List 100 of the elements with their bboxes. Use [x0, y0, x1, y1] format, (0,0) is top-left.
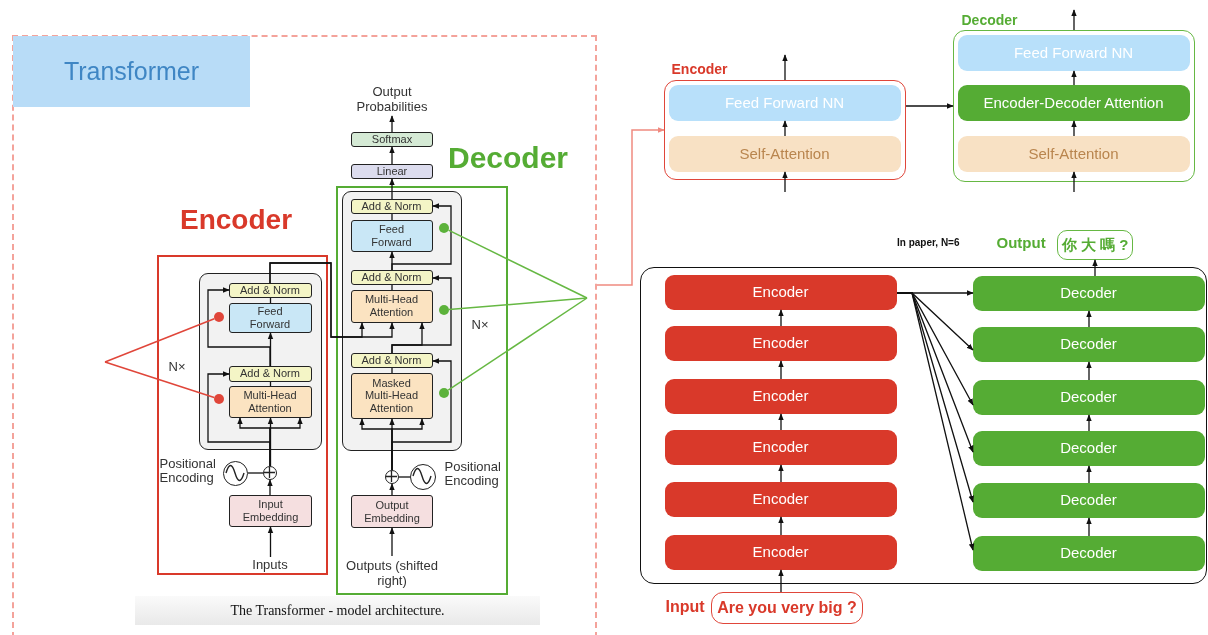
- arrow: [782, 171, 788, 193]
- decoder-block: Decoder: [972, 379, 1205, 415]
- encoding-label: Positional Encoding: [444, 459, 502, 490]
- encoder-block: Encoder: [664, 429, 897, 465]
- encoder-block: Encoder: [664, 325, 897, 361]
- arrow: [1071, 120, 1077, 137]
- arrow: [1086, 465, 1092, 484]
- feed-forward-box: Feed Forward: [350, 219, 433, 252]
- marker-dot: [213, 393, 224, 404]
- leader-line: [104, 318, 216, 363]
- marker-dot: [438, 387, 449, 398]
- arrow: [207, 287, 271, 367]
- connector-line: [391, 367, 393, 374]
- embedding-box: Output Embedding: [351, 495, 433, 528]
- add-norm-box: Add & Norm: [228, 365, 312, 382]
- softmax-box: Softmax: [351, 132, 433, 147]
- arrow: [778, 413, 784, 431]
- arrow: [267, 526, 274, 558]
- arrow: [391, 275, 452, 354]
- note: In paper, N=6: [897, 237, 960, 248]
- connector-line: [269, 381, 272, 387]
- arrow: [267, 479, 273, 496]
- heading: Decoder: [448, 141, 569, 176]
- leader-line: [447, 229, 588, 299]
- feed-forward-box: Feed Forward NN: [668, 84, 901, 121]
- stack-frame: [640, 267, 1207, 584]
- heading: Encoder: [671, 60, 728, 77]
- linear-box: Linear: [351, 164, 433, 179]
- heading: Encoder: [180, 204, 293, 237]
- arrow: [1071, 171, 1077, 193]
- sentence-text: 你 大 嗎 ?: [1061, 236, 1129, 254]
- heading: Output: [996, 233, 1046, 251]
- arrow: [778, 309, 784, 327]
- arrow: [905, 103, 954, 109]
- decoder-block: Decoder: [972, 326, 1205, 362]
- connector-line: [391, 213, 393, 221]
- arrow: [389, 115, 395, 133]
- encoder-block: Encoder: [664, 274, 897, 310]
- feed-forward-box: Feed Forward: [228, 302, 312, 333]
- arrow: [269, 262, 395, 338]
- arrow: [778, 464, 784, 483]
- io-label: Inputs: [240, 557, 300, 573]
- arrow: [596, 127, 665, 286]
- connector-line: [391, 284, 393, 291]
- arrow: [389, 527, 395, 557]
- connector-line: [247, 472, 264, 474]
- add-norm-box: Add & Norm: [350, 198, 433, 214]
- marker-dot: [438, 304, 449, 315]
- attention-box: Encoder-Decoder Attention: [957, 84, 1190, 121]
- decoder-block: Decoder: [972, 430, 1205, 466]
- decoder-block: Decoder: [972, 535, 1205, 571]
- marker-dot: [438, 222, 449, 233]
- add-norm-box: Add & Norm: [350, 352, 433, 368]
- connector-line: [398, 476, 411, 478]
- repeat-label: N×: [471, 317, 489, 333]
- io-label: Outputs (shifted right): [344, 556, 440, 592]
- feed-forward-box: Feed Forward NN: [957, 34, 1190, 71]
- embedding-box: Input Embedding: [229, 495, 312, 527]
- caption: The Transformer - model architecture.: [135, 596, 540, 625]
- sentence-text: Are you very big ?: [717, 598, 857, 618]
- attention-box: Multi-Head Attention: [228, 385, 312, 418]
- self-attention-box: Self-Attention: [957, 135, 1190, 172]
- arrow: [389, 483, 395, 496]
- arrow: [896, 292, 975, 551]
- arrow: [391, 418, 425, 471]
- add-norm-box: Add & Norm: [350, 269, 433, 285]
- arrow: [1071, 70, 1077, 86]
- arrow: [1086, 310, 1092, 328]
- heading: Input: [665, 597, 705, 616]
- arrow: [1086, 517, 1092, 537]
- encoding-label: Positional Encoding: [159, 456, 217, 487]
- arrow: [391, 203, 452, 271]
- leader-line: [447, 297, 588, 391]
- decoder-block: Decoder: [972, 275, 1205, 311]
- arrow: [778, 569, 784, 593]
- encoder-block: Encoder: [664, 534, 897, 570]
- attention-box: Multi-Head Attention: [350, 289, 433, 323]
- title-banner: Transformer: [13, 36, 250, 107]
- encoder-block: Encoder: [664, 378, 897, 414]
- arrow: [389, 146, 395, 165]
- arrow: [778, 360, 784, 380]
- attention-box: Masked Multi-Head Attention: [350, 372, 433, 419]
- arrow: [1086, 414, 1092, 432]
- adder-circle: [385, 470, 399, 484]
- decoder-block: Decoder: [972, 482, 1205, 518]
- arrow: [1086, 361, 1092, 381]
- arrow: [782, 54, 788, 81]
- arrow: [1092, 259, 1098, 277]
- io-label: Output Probabilities: [347, 84, 437, 116]
- heading: Decoder: [961, 11, 1018, 28]
- leader-line: [448, 297, 588, 311]
- encoder-block: Encoder: [664, 481, 897, 517]
- arrow: [269, 417, 303, 467]
- marker-dot: [213, 311, 224, 322]
- leader-line: [104, 361, 215, 399]
- self-attention-box: Self-Attention: [668, 135, 901, 172]
- connector-line: [269, 297, 272, 304]
- arrow: [782, 120, 788, 137]
- arrow: [1071, 9, 1077, 31]
- adder-circle: [263, 466, 277, 480]
